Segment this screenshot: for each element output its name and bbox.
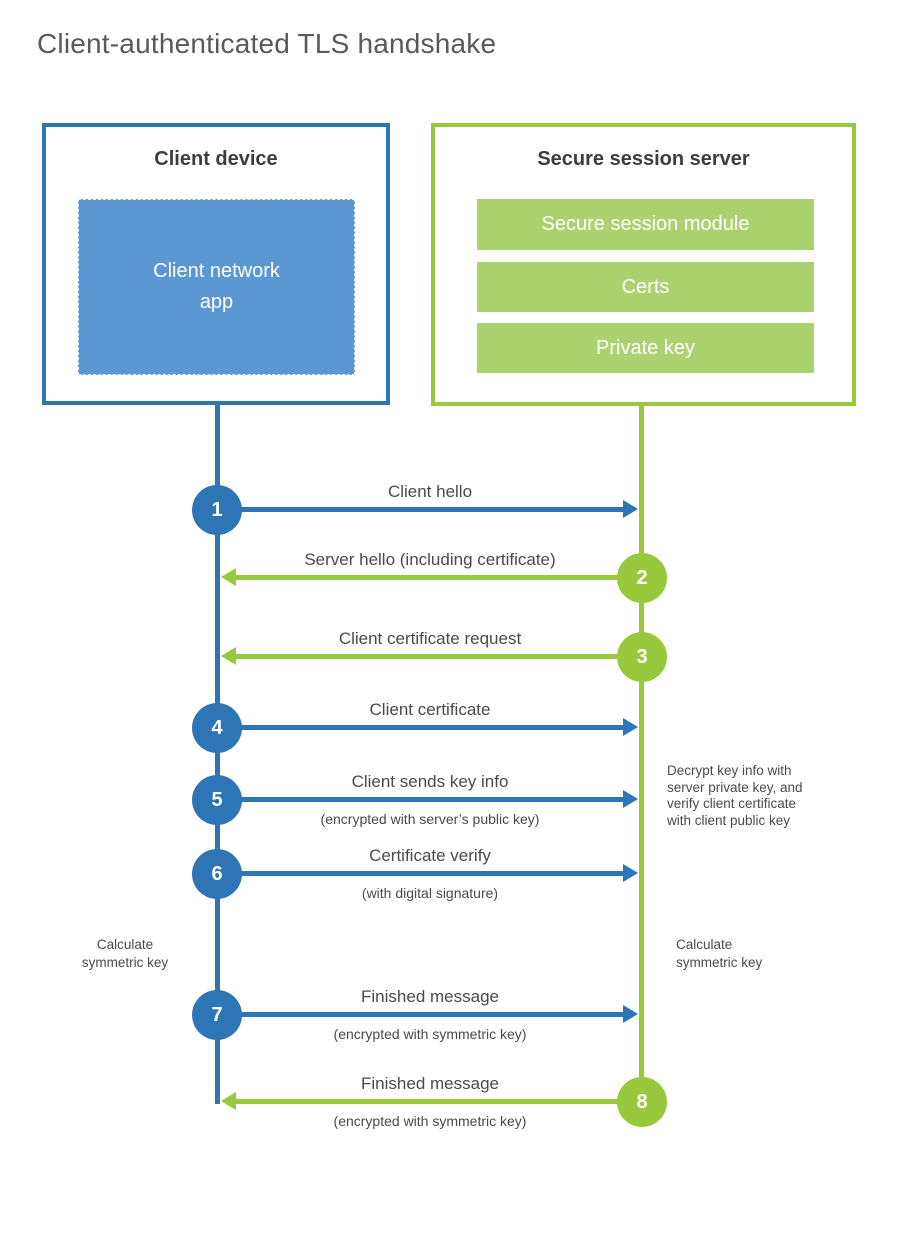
client-device-box: Client device Client network app (42, 123, 390, 405)
secure-session-server-title: Secure session server (537, 148, 750, 170)
step-circle: 5 (192, 775, 242, 825)
message-label: Client sends key info (351, 772, 509, 791)
arrow-server-to-client (221, 568, 641, 586)
message-label: Finished message (361, 987, 499, 1006)
server-module-private-key: Private key (477, 323, 814, 373)
arrowhead-right-icon (623, 500, 638, 518)
message-sublabel: (with digital signature) (361, 885, 499, 901)
server-calculate-symmetric-key-note: Calculate symmetric key (676, 937, 763, 970)
arrowhead-left-icon (221, 647, 236, 665)
arrow-client-to-server (218, 790, 638, 808)
message-sublabel: (encrypted with symmetric key) (333, 1026, 527, 1042)
client-calculate-symmetric-key-note: Calculate symmetric key (81, 937, 169, 970)
message-sublabel: (encrypted with server’s public key) (320, 811, 540, 827)
step-circle: 3 (617, 632, 667, 682)
server-decrypt-note: Decrypt key info with server private key… (667, 763, 803, 828)
client-network-app-label: Client network app (153, 260, 280, 313)
server-module-secure-session: Secure session module (477, 199, 814, 250)
arrow-client-to-server (218, 500, 638, 518)
arrowhead-left-icon (221, 568, 236, 586)
message-label: Server hello (including certificate) (304, 550, 556, 569)
message-label: Client certificate request (338, 629, 522, 648)
step-circle: 1 (192, 485, 242, 535)
arrow-client-to-server (218, 1005, 638, 1023)
message-label: Client certificate (369, 700, 491, 719)
step-circle: 7 (192, 990, 242, 1040)
arrowhead-right-icon (623, 790, 638, 808)
arrow-server-to-client (221, 1092, 641, 1110)
arrowhead-right-icon (623, 864, 638, 882)
message-label: Client hello (387, 482, 473, 501)
client-device-title: Client device (154, 148, 278, 170)
step-circle: 4 (192, 703, 242, 753)
client-lifeline (215, 405, 220, 1104)
arrow-client-to-server (218, 864, 638, 882)
server-lifeline (639, 406, 644, 1102)
arrow-client-to-server (218, 718, 638, 736)
step-circle: 6 (192, 849, 242, 899)
step-circle: 8 (617, 1077, 667, 1127)
client-network-app-box: Client network app (78, 199, 355, 375)
arrowhead-right-icon (623, 718, 638, 736)
step-circle: 2 (617, 553, 667, 603)
page-title: Client-authenticated TLS handshake (37, 28, 497, 59)
message-label: Finished message (361, 1074, 499, 1093)
message-sublabel: (encrypted with symmetric key) (333, 1113, 527, 1129)
arrow-server-to-client (221, 647, 641, 665)
arrowhead-right-icon (623, 1005, 638, 1023)
secure-session-server-box: Secure session server Secure session mod… (431, 123, 856, 406)
server-module-certs: Certs (477, 262, 814, 312)
message-label: Certificate verify (369, 846, 491, 865)
arrowhead-left-icon (221, 1092, 236, 1110)
